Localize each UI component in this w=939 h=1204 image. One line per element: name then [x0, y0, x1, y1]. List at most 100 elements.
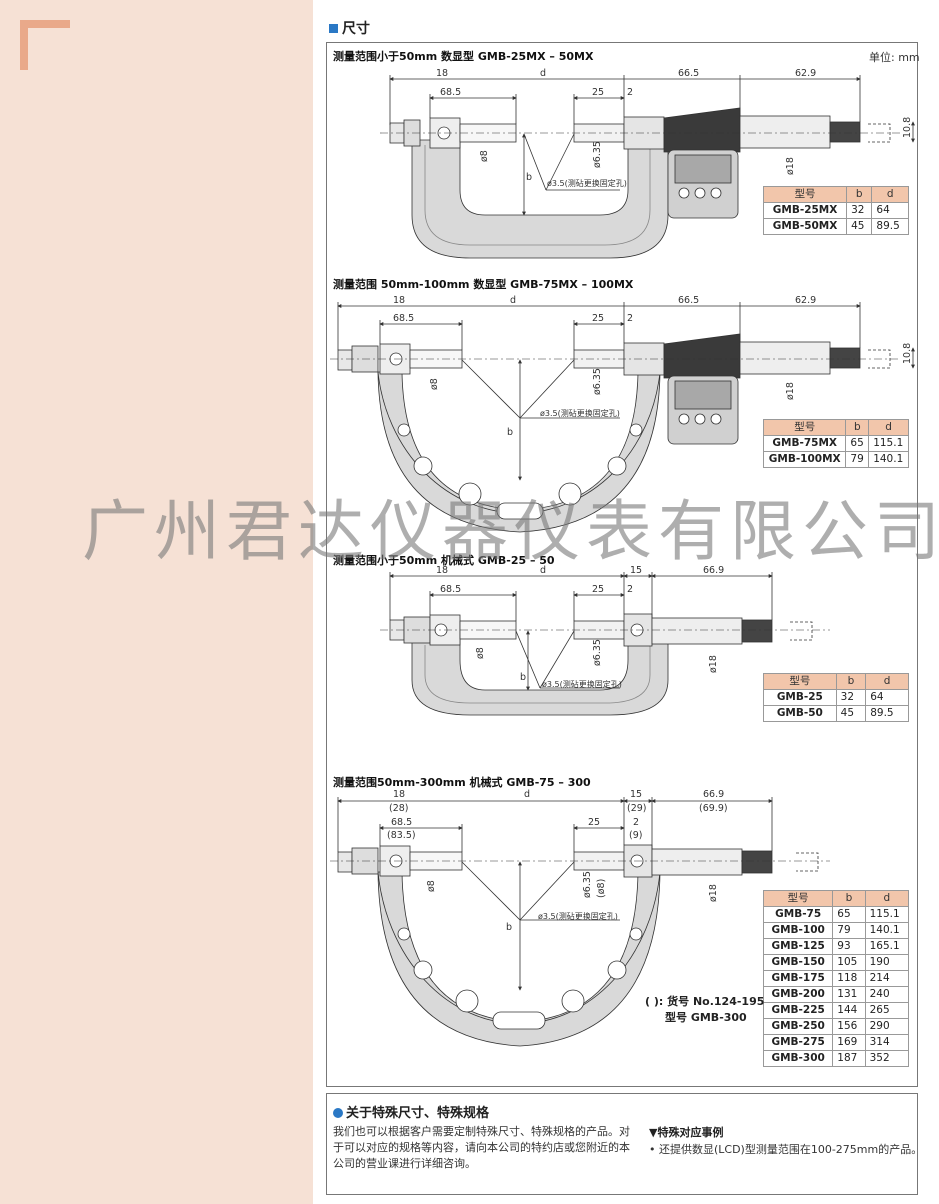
- table-cell: GMB-150: [762, 954, 834, 971]
- table-cell: 45: [835, 705, 867, 722]
- dim-15: 15: [630, 789, 642, 800]
- dim-phi-18: ø18: [785, 382, 796, 400]
- table-cell: 165.1: [864, 938, 910, 955]
- dim-68-5: 68.5: [391, 817, 412, 828]
- table-cell: 79: [832, 922, 866, 939]
- table-cell: 89.5: [871, 218, 909, 235]
- dim-18: 18: [393, 789, 405, 800]
- dim-68-5: 68.5: [393, 313, 414, 324]
- dim-phi-18: ø18: [708, 884, 719, 902]
- table-cell: GMB-50MX: [762, 218, 848, 235]
- dim-d: d: [524, 789, 530, 800]
- table-cell: 190: [864, 954, 910, 971]
- table-cell: 144: [832, 1002, 866, 1019]
- drawing-1: [380, 75, 915, 259]
- dim-29: (29): [627, 803, 647, 814]
- dim-d: d: [510, 295, 516, 306]
- table-cell: 240: [864, 986, 910, 1003]
- table-cell: GMB-75MX: [762, 435, 847, 452]
- dim-9: (9): [629, 830, 642, 841]
- table-cell: GMB-25: [763, 689, 837, 706]
- table-header-cell: b: [832, 890, 866, 907]
- table-cell: 64: [865, 689, 909, 706]
- table-cell: 64: [871, 202, 909, 219]
- table-cell: 32: [835, 689, 867, 706]
- side-panel: [0, 0, 313, 1204]
- dim-phi-8-alt: (ø8): [596, 879, 607, 898]
- section-title: 尺寸: [329, 18, 370, 38]
- info-title-text: 关于特殊尺寸、特殊规格: [346, 1106, 490, 1121]
- table-cell: GMB-100MX: [762, 451, 847, 468]
- dim-2: 2: [627, 313, 633, 324]
- info-box: [326, 1093, 918, 1195]
- info-body: 我们也可以根据客户需要定制特殊尺寸、特殊规格的产品。对于可以对应的规格等内容，请…: [333, 1125, 630, 1170]
- dim-2: 2: [633, 817, 639, 828]
- table-cell: GMB-100: [762, 922, 834, 939]
- table-cell: 187: [832, 1050, 866, 1067]
- dim-18: 18: [436, 565, 448, 576]
- drawing-2: [330, 302, 915, 533]
- dim-phi-8: ø8: [426, 880, 437, 892]
- dim-b: b: [520, 672, 526, 683]
- subtitle-3: 测量范围小于50mm 机械式 GMB-25 – 50: [333, 554, 555, 567]
- subtitle-1: 测量范围小于50mm 数显型 GMB-25MX – 50MX: [333, 50, 594, 63]
- table-cell: GMB-225: [762, 1002, 834, 1019]
- dim-phi-8: ø8: [429, 378, 440, 390]
- table-header-cell: d: [868, 419, 909, 436]
- table-cell: 131: [832, 986, 866, 1003]
- dim-25: 25: [592, 313, 604, 324]
- table-cell: GMB-250: [762, 1018, 834, 1035]
- table-cell: GMB-275: [762, 1034, 834, 1051]
- dim-66-5: 66.5: [678, 295, 699, 306]
- dim-18: 18: [393, 295, 405, 306]
- dim-hole: ø3.5(测砧更换固定孔): [540, 408, 620, 418]
- dim-phi-18: ø18: [708, 655, 719, 673]
- dim-68-5: 68.5: [440, 584, 461, 595]
- table-cell: GMB-75: [762, 906, 834, 923]
- table-cell: 118: [832, 970, 866, 987]
- subtitle-4: 测量范围50mm-300mm 机械式 GMB-75 – 300: [333, 776, 591, 789]
- dim-phi-6-35: ø6.35: [592, 368, 603, 395]
- dim-phi-6-35: ø6.35: [592, 141, 603, 168]
- table-cell: GMB-50: [763, 705, 837, 722]
- table-cell: 265: [864, 1002, 910, 1019]
- table-header-cell: d: [864, 890, 910, 907]
- dim-hole: ø3.5(测砧更换固定孔): [547, 178, 627, 188]
- table-cell: 214: [864, 970, 910, 987]
- dim-2: 2: [627, 87, 633, 98]
- part-number-note: ( ): 货号 No.124-195 型号 GMB-300: [645, 994, 764, 1026]
- dim-62-9: 62.9: [795, 295, 816, 306]
- table-cell: 105: [832, 954, 866, 971]
- dim-15: 15: [630, 565, 642, 576]
- table-header-cell: d: [871, 186, 909, 203]
- dim-10-8: 10.8: [902, 343, 913, 364]
- table-header-cell: d: [865, 673, 909, 690]
- table-cell: 115.1: [868, 435, 909, 452]
- table-cell: 32: [846, 202, 873, 219]
- table-header-cell: 型号: [762, 186, 848, 203]
- table-cell: 115.1: [864, 906, 910, 923]
- note-line-2: 型号 GMB-300: [665, 1011, 747, 1024]
- dim-d: d: [540, 68, 546, 79]
- section-title-text: 尺寸: [342, 21, 370, 37]
- dim-28: (28): [389, 803, 409, 814]
- table-cell: 45: [846, 218, 873, 235]
- dim-b: b: [526, 172, 532, 183]
- unit-label: 单位: mm: [869, 51, 920, 64]
